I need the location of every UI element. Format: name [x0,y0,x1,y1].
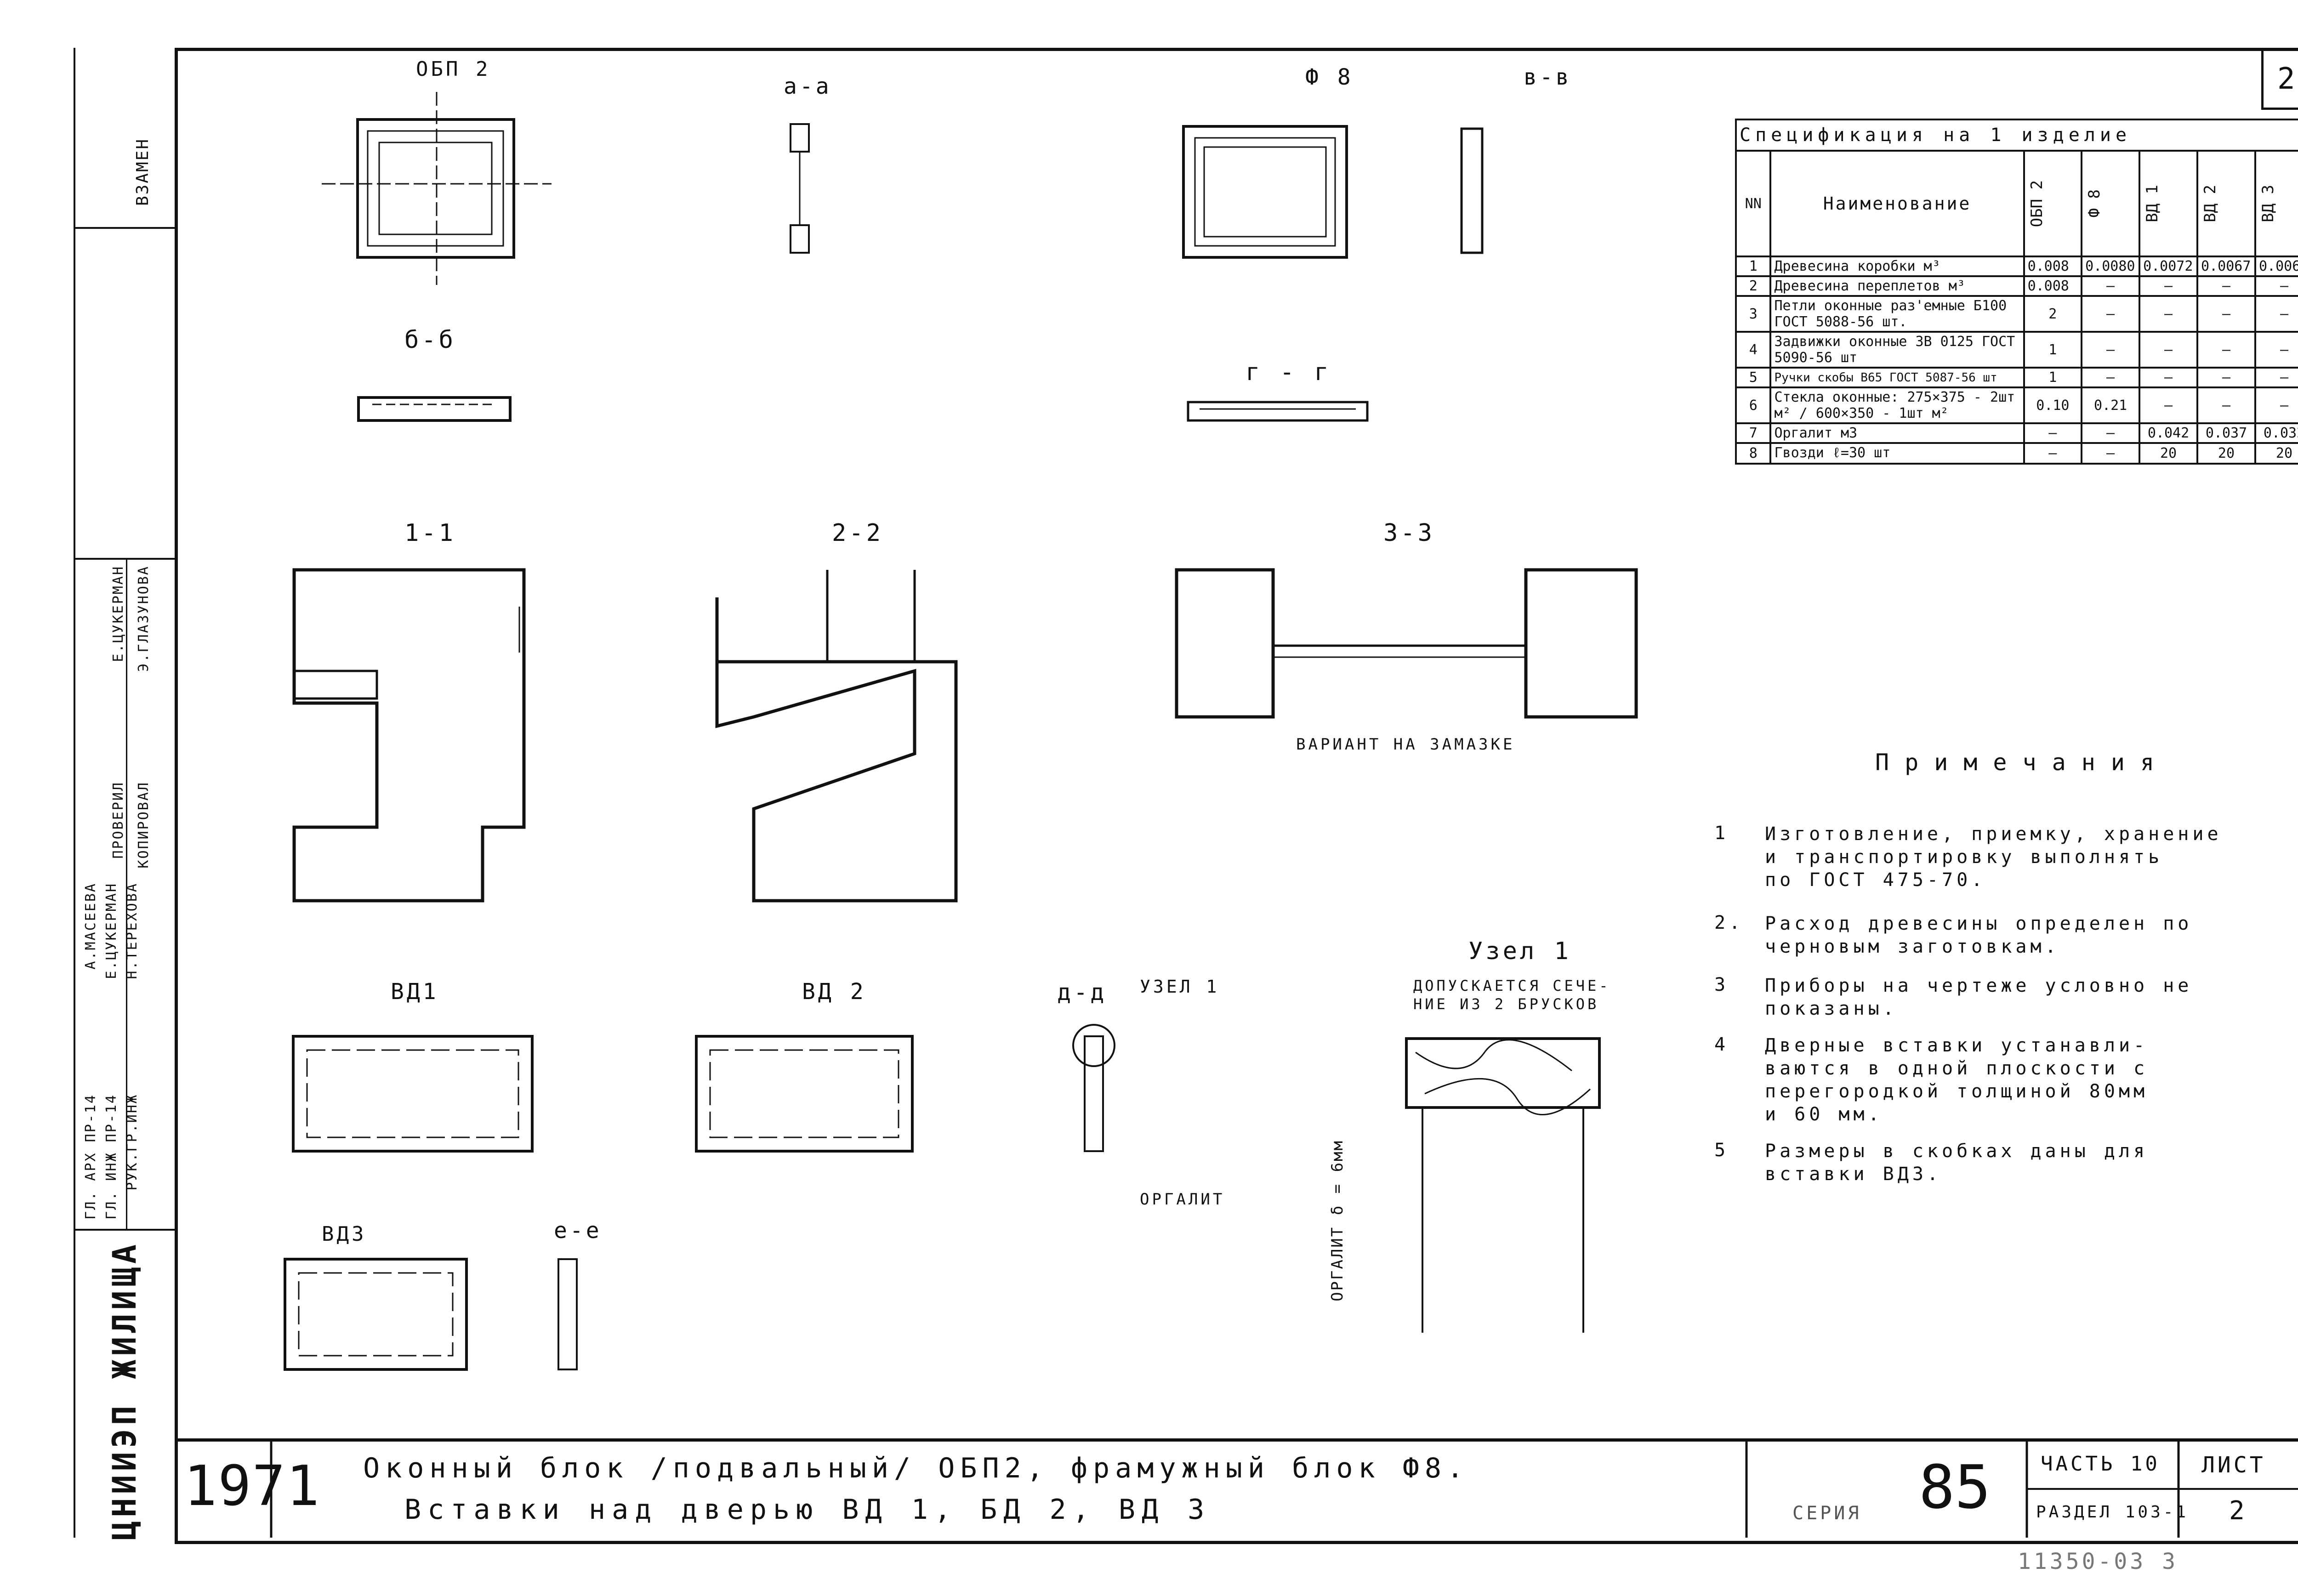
label-orgalit: ОРГАЛИТ [1140,1190,1225,1209]
table-row: 6 Стекла оконные: 275×375 - 2шт м² / 600… [1735,386,2298,424]
label-aa: а-а [784,74,832,99]
spec-col-name: Наименование [1769,150,2025,257]
spec-col-nn: NN [1735,150,1772,257]
list-label: ЛИСТ [2201,1452,2266,1478]
sheet-corner-number: 2 [2277,62,2298,96]
label-ee: е-е [554,1218,602,1244]
table-row: 5 Ручки скобы В65 ГОСТ 5087-56 шт 1 — — … [1735,367,2298,388]
sheet-frame [175,48,2298,1544]
label-vd1: ВД1 [391,979,439,1005]
label-s33: 3-3 [1383,519,1435,547]
label-uzel1a: УЗЕЛ 1 [1140,977,1220,997]
obp2-inner [378,142,493,235]
spec-col-f8: Ф 8 [2085,189,2104,218]
table-row: 1 Древесина коробки м³ 0.008 0.0080 0.00… [1735,256,2298,277]
spec-col-obp2: ОБП 2 [2027,180,2046,227]
table-row: 3 Петли оконные раз'емные Б100 ГОСТ 5088… [1735,295,2298,333]
spec-table: Спецификация на 1 изделие NN Наименовани… [1735,119,2298,465]
label-vv: в-в [1524,64,1572,90]
label-bb: б-б [404,326,456,354]
corner-box [2261,48,2298,110]
label-obp2: ОБП 2 [416,57,491,81]
title-line1: Оконный блок /подвальный/ ОБП2, фрамужны… [363,1452,1469,1484]
year: 1971 [184,1454,320,1518]
table-row: 4 Задвижки оконные ЗВ 0125 ГОСТ 5090-56 … [1735,331,2298,369]
title-block-separator [175,1438,2298,1442]
bb-section [357,396,512,422]
label-orgalit-d: ОРГАЛИТ δ = 6мм [1328,1140,1347,1302]
label-dopusk: ДОПУСКАЕТСЯ СЕЧЕ- НИЕ ИЗ 2 БРУСКОВ [1413,977,1611,1013]
table-row: 2 Древесина переплетов м³ 0.008 — — — — [1735,275,2298,297]
spec-col-vd2: ВД 2 [2201,185,2220,222]
label-s11: 1-1 [404,519,456,547]
section-label: РАЗДЕЛ 103-1 [2036,1503,2189,1522]
note-item: 2.Расход древесины определен по черновым… [1714,912,2193,957]
table-row: 8 Гвозди ℓ=30 шт — — 20 20 20 [1735,442,2298,465]
notes-title: Примечания [1875,749,2170,776]
spec-col-vd1: ВД 1 [2143,185,2162,222]
f8-outer [1182,125,1348,259]
label-f8: Ф 8 [1305,64,1354,90]
label-dd: д-д [1057,979,1107,1005]
obp2-mid [367,130,504,247]
table-row: 7 Оргалит м3 — — 0.042 0.037 0.032 [1735,422,2298,444]
label-variant: ВАРИАНТ НА ЗАМАЗКЕ [1296,735,1515,754]
label-s22: 2-2 [832,519,883,547]
label-vd3: ВД3 [322,1222,367,1246]
title-line2: Вставки над дверью ВД 1, БД 2, ВД 3 [404,1494,1211,1526]
list-number: 2 [2229,1496,2247,1526]
spec-title: Спецификация на 1 изделие [1735,119,2298,152]
label-vd2: ВД 2 [802,979,866,1005]
label-uzel1b: Узел 1 [1468,937,1571,965]
part-label: ЧАСТЬ 10 [2041,1452,2160,1476]
stamp-bottom: 11350-03 3 [2018,1549,2178,1574]
series-label: СЕРИЯ [1792,1503,1862,1524]
obp2-outer [356,118,515,259]
series-number: 85 [1919,1452,1991,1522]
label-gg: г - г [1246,358,1331,386]
left-stamp [74,48,176,1538]
spec-col-vd3: ВД 3 [2258,185,2277,222]
